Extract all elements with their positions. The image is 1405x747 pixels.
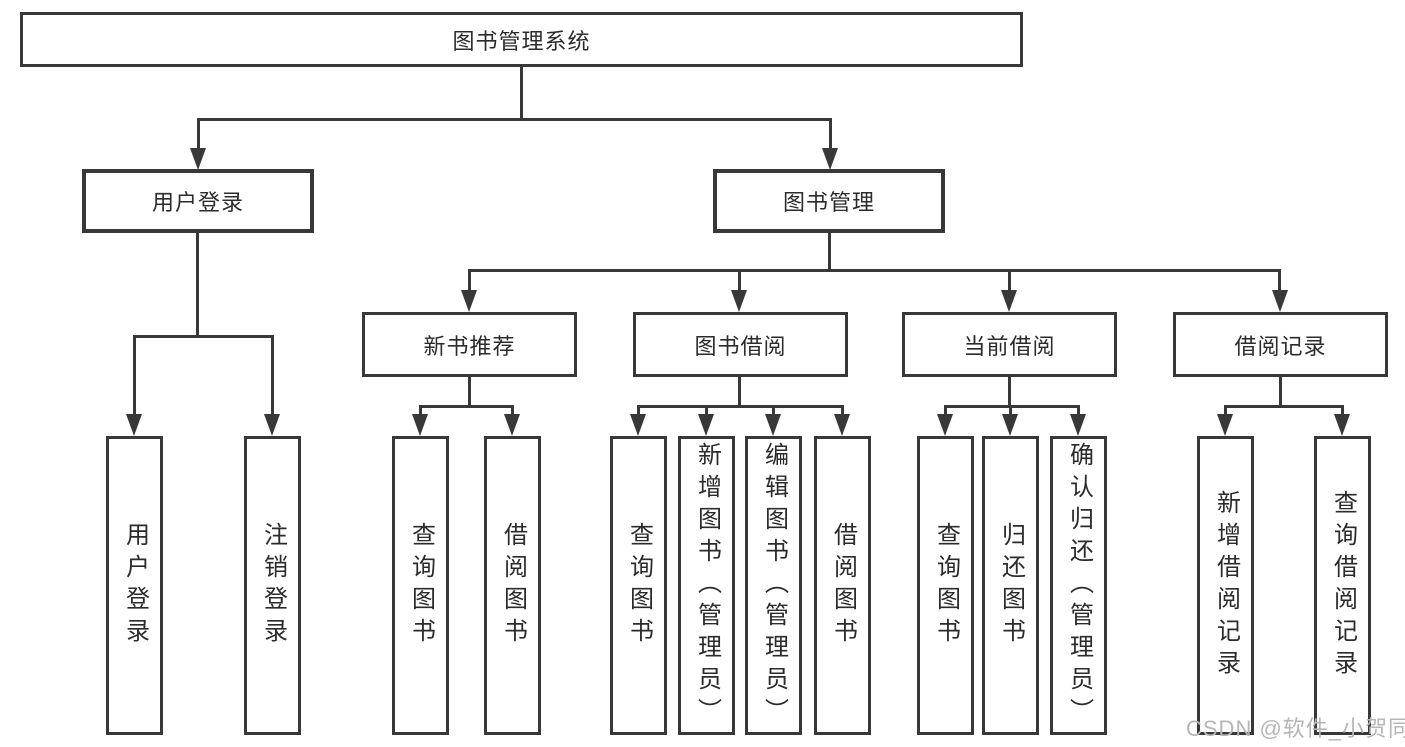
leaf-query-borrow-record-label: 查询借阅记录 <box>1329 489 1357 682</box>
connector-hline <box>197 118 832 121</box>
connector-vline <box>944 405 947 420</box>
arrow-down-icon <box>822 148 838 170</box>
connector-vline <box>637 405 640 420</box>
connector-vline <box>1009 405 1012 420</box>
leaf-add-books-admin: 新增图书（管理员） <box>678 436 735 735</box>
connector-vline <box>828 231 831 272</box>
leaf-user-login: 用户登录 <box>106 436 163 735</box>
arrow-down-icon <box>1217 414 1233 436</box>
connector-vline <box>841 405 844 420</box>
connector-hline <box>637 405 844 408</box>
leaf-add-borrow-record: 新增借阅记录 <box>1197 436 1254 735</box>
leaf-return-books: 归还图书 <box>982 436 1039 735</box>
connector-vline <box>738 269 741 295</box>
connector-hline <box>419 405 514 408</box>
connector-vline <box>705 405 708 420</box>
leaf-query-books-current-label: 查询图书 <box>932 521 960 650</box>
leaf-return-books-label: 归还图书 <box>997 521 1025 650</box>
node-book-management-label: 图书管理 <box>782 190 875 215</box>
arrow-down-icon <box>630 414 646 436</box>
arrow-down-icon <box>126 414 142 436</box>
leaf-query-books-recommend: 查询图书 <box>392 436 449 735</box>
connector-vline <box>1077 405 1080 420</box>
leaf-add-books-admin-label: 新增图书（管理员） <box>693 441 721 730</box>
leaf-logout: 注销登录 <box>244 436 301 735</box>
arrow-down-icon <box>412 414 428 436</box>
connector-vline <box>829 118 832 152</box>
arrow-down-icon <box>1001 290 1017 312</box>
connector-vline <box>1008 269 1011 295</box>
connector-vline <box>133 335 136 420</box>
leaf-query-books-recommend-label: 查询图书 <box>407 521 435 650</box>
arrow-down-icon <box>698 414 714 436</box>
arrow-down-icon <box>1070 414 1086 436</box>
arrow-down-icon <box>765 414 781 436</box>
node-root-label: 图书管理系统 <box>452 28 591 54</box>
arrow-down-icon <box>1334 414 1350 436</box>
connector-vline <box>197 118 200 152</box>
arrow-down-icon <box>731 290 747 312</box>
arrow-down-icon <box>1002 414 1018 436</box>
node-user-login-label: 用户登录 <box>151 190 244 215</box>
connector-vline <box>520 64 523 121</box>
connector-vline <box>1224 405 1227 420</box>
leaf-borrow-books-recommend: 借阅图书 <box>484 436 541 735</box>
node-root: 图书管理系统 <box>20 12 1023 67</box>
leaf-edit-books-admin-label: 编辑图书（管理员） <box>760 441 788 730</box>
connector-vline <box>738 375 741 408</box>
leaf-confirm-return-admin: 确认归还（管理员） <box>1050 436 1107 735</box>
node-borrowing-records-label: 借阅记录 <box>1234 333 1327 359</box>
leaf-user-login-label: 用户登录 <box>121 521 149 650</box>
leaf-query-books-borrowing: 查询图书 <box>610 436 667 735</box>
node-book-borrowing-label: 图书借阅 <box>694 333 787 359</box>
watermark: CSDN @软件_小贺同学 <box>1186 716 1405 741</box>
leaf-query-books-current: 查询图书 <box>917 436 974 735</box>
node-book-borrowing: 图书借阅 <box>633 312 848 377</box>
connector-vline <box>1279 375 1282 408</box>
connector-hline <box>133 335 274 338</box>
connector-hline <box>1224 405 1344 408</box>
connector-hline <box>944 405 1080 408</box>
arrow-down-icon <box>834 414 850 436</box>
connector-hline <box>468 269 1281 272</box>
arrow-down-icon <box>461 290 477 312</box>
arrow-down-icon <box>264 414 280 436</box>
leaf-query-borrow-record: 查询借阅记录 <box>1314 436 1371 735</box>
leaf-borrow-books-borrowing: 借阅图书 <box>814 436 871 735</box>
connector-vline <box>1278 269 1281 295</box>
node-borrowing-records: 借阅记录 <box>1173 312 1388 377</box>
leaf-borrow-books-recommend-label: 借阅图书 <box>499 521 527 650</box>
leaf-confirm-return-admin-label: 确认归还（管理员） <box>1065 441 1093 730</box>
connector-vline <box>511 405 514 420</box>
leaf-logout-label: 注销登录 <box>259 521 287 650</box>
node-new-book-recommendation: 新书推荐 <box>362 312 577 377</box>
connector-vline <box>468 375 471 408</box>
arrow-down-icon <box>1272 290 1288 312</box>
leaf-query-books-borrowing-label: 查询图书 <box>625 521 653 650</box>
leaf-add-borrow-record-label: 新增借阅记录 <box>1212 489 1240 682</box>
connector-vline <box>1008 375 1011 408</box>
connector-vline <box>419 405 422 420</box>
arrow-down-icon <box>937 414 953 436</box>
connector-vline <box>196 231 199 338</box>
leaf-edit-books-admin: 编辑图书（管理员） <box>745 436 802 735</box>
connector-vline <box>1341 405 1344 420</box>
connector-vline <box>271 335 274 420</box>
arrow-down-icon <box>504 414 520 436</box>
node-user-login: 用户登录 <box>82 169 314 233</box>
node-current-borrowing: 当前借阅 <box>902 312 1117 377</box>
node-new-book-recommendation-label: 新书推荐 <box>423 333 516 359</box>
arrow-down-icon <box>190 148 206 170</box>
node-book-management: 图书管理 <box>713 169 945 233</box>
leaf-borrow-books-borrowing-label: 借阅图书 <box>829 521 857 650</box>
node-current-borrowing-label: 当前借阅 <box>963 333 1056 359</box>
connector-vline <box>772 405 775 420</box>
connector-vline <box>468 269 471 295</box>
